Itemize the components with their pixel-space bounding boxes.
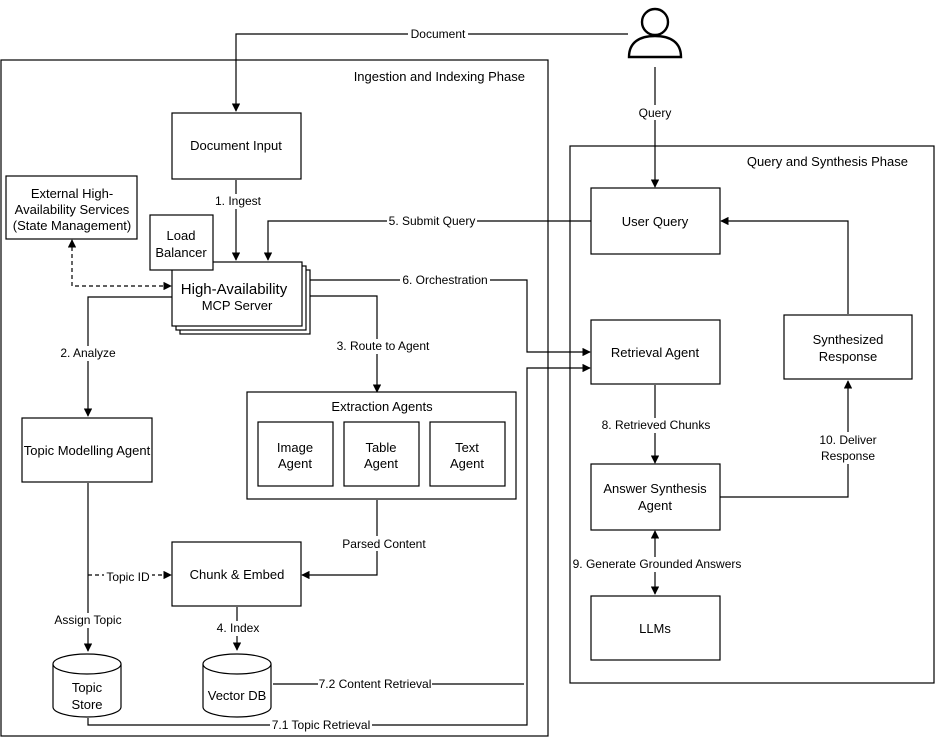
synthesized-response-line2: Response [819,349,878,364]
label-index: 4. Index [217,621,260,635]
label-deliver-line2: Response [821,449,875,463]
mcp-server-node[interactable]: High-Availability MCP Server [171,261,311,335]
vector-db-node[interactable]: Vector DB [202,653,272,718]
chunk-embed-label: Chunk & Embed [190,567,285,582]
extraction-agents-title: Extraction Agents [331,399,433,414]
label-query: Query [639,106,672,120]
label-orchestration: 6. Orchestration [402,273,487,287]
chunk-embed-node[interactable]: Chunk & Embed [171,541,302,607]
label-topic-retrieval: 7.1 Topic Retrieval [272,718,371,732]
label-submit-query: 5. Submit Query [389,214,476,228]
topic-store-node[interactable]: Topic Store [52,653,122,718]
text-agent-line1: Text [455,440,479,455]
edge-analyze [83,296,176,417]
label-topic-id: Topic ID [106,570,150,584]
label-document: Document [411,27,466,41]
query-phase-title: Query and Synthesis Phase [747,154,908,169]
text-agent-line2: Agent [450,456,484,471]
load-balancer-line1: Load [167,228,196,243]
edge-route [309,295,382,393]
edge-response-to-user [720,216,849,314]
image-agent-line1: Image [277,440,313,455]
label-generate: 9. Generate Grounded Answers [573,557,742,571]
text-agent-node[interactable]: Text Agent [429,421,506,487]
image-agent-node[interactable]: Image Agent [257,421,334,487]
external-services-line1: External High- [31,186,113,201]
external-services-node[interactable]: External High- Availability Services (St… [5,175,138,240]
answer-synthesis-node[interactable]: Answer Synthesis Agent [590,463,721,531]
label-retrieved-chunks: 8. Retrieved Chunks [602,418,711,432]
edge-topic-retrieval [87,363,591,726]
edge-state-management [67,239,172,291]
query-phase-container: Query and Synthesis Phase [569,145,935,684]
table-agent-line2: Agent [364,456,398,471]
edge-submit-query [263,220,591,261]
user-icon [627,7,683,59]
document-input-node[interactable]: Document Input [171,112,302,180]
label-assign-topic: Assign Topic [54,613,121,627]
retrieval-agent-label: Retrieval Agent [611,345,700,360]
external-services-line2: Availability Services [15,202,130,217]
edge-deliver [720,380,853,498]
label-ingest: 1. Ingest [215,194,262,208]
table-agent-node[interactable]: Table Agent [343,421,420,487]
edge-document [231,33,628,112]
user-query-label: User Query [622,214,689,229]
external-services-line3: (State Management) [13,218,132,233]
ingestion-phase-title: Ingestion and Indexing Phase [354,69,525,84]
label-content-retrieval: 7.2 Content Retrieval [319,677,432,691]
document-input-label: Document Input [190,138,282,153]
edge-labels: Document Query 1. Ingest 5. Submit Query… [52,27,882,733]
label-deliver-line1: 10. Deliver [819,433,876,447]
topic-store-line2: Store [71,697,102,712]
ingestion-phase-container: Ingestion and Indexing Phase [0,59,549,737]
retrieval-agent-node[interactable]: Retrieval Agent [590,319,721,385]
llms-label: LLMs [639,621,671,636]
table-agent-line1: Table [365,440,396,455]
image-agent-line2: Agent [278,456,312,471]
topic-modelling-agent-label: Topic Modelling Agent [24,443,151,458]
topic-modelling-agent-node[interactable]: Topic Modelling Agent [21,417,153,483]
answer-synthesis-line1: Answer Synthesis [603,481,707,496]
llms-node[interactable]: LLMs [590,595,721,661]
label-route: 3. Route to Agent [337,339,430,353]
load-balancer-line2: Balancer [155,245,207,260]
label-parsed-content: Parsed Content [342,537,426,551]
label-analyze: 2. Analyze [60,346,116,360]
synthesized-response-line1: Synthesized [813,332,884,347]
load-balancer-node[interactable]: Load Balancer [149,214,214,271]
synthesized-response-node[interactable]: Synthesized Response [783,314,913,380]
mcp-server-line1: High-Availability [181,281,288,298]
topic-store-line1: Topic [72,680,103,695]
mcp-server-line2: MCP Server [202,298,273,313]
answer-synthesis-line2: Agent [638,498,672,513]
edge-parsed-content [301,500,378,580]
vector-db-label: Vector DB [208,688,267,703]
user-query-node[interactable]: User Query [590,187,721,255]
